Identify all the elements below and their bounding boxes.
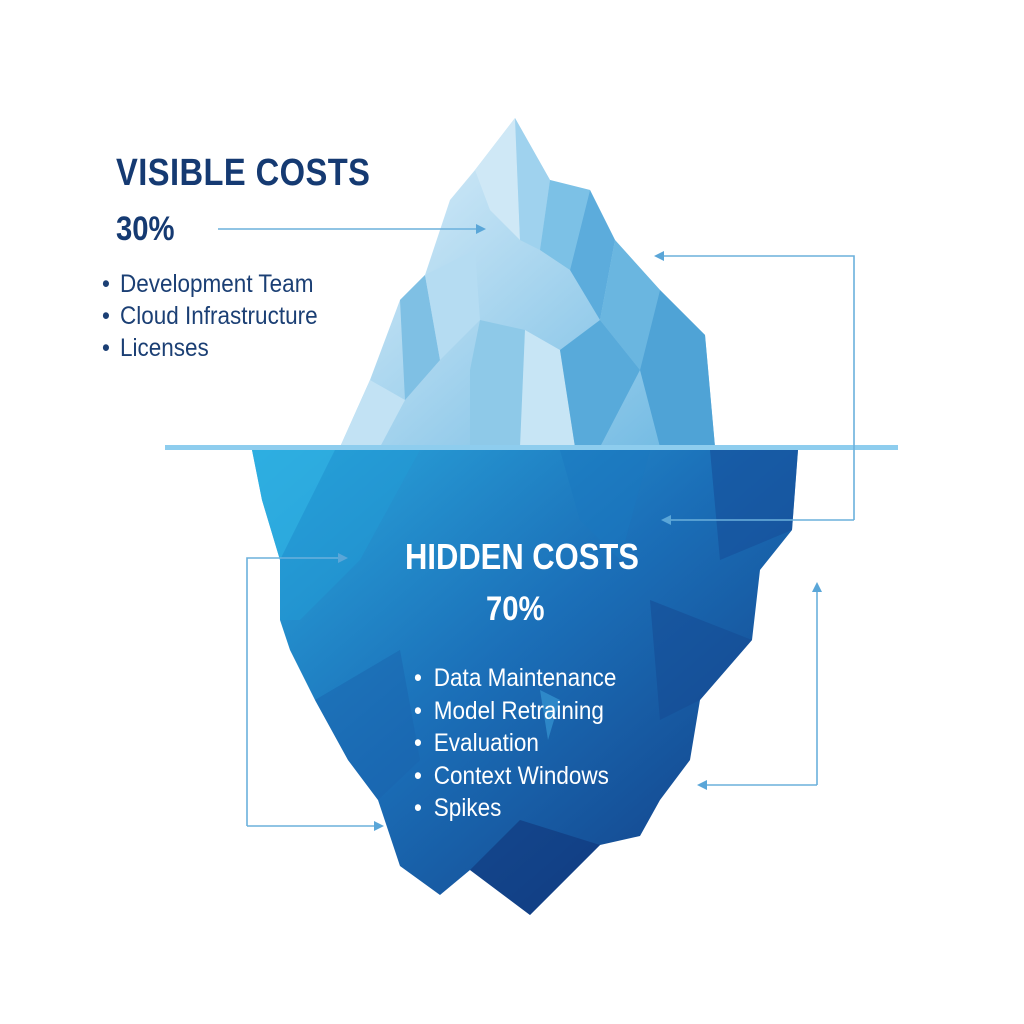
list-item: Evaluation: [414, 727, 616, 760]
visible-costs-percent: 30%: [116, 210, 175, 248]
arrow-left-icon: [661, 515, 671, 525]
list-item: Model Retraining: [414, 695, 616, 728]
list-item: Data Maintenance: [414, 662, 617, 695]
arrow-up-icon: [812, 582, 822, 592]
arrow-left-icon: [654, 251, 664, 261]
list-item: Development Team: [102, 268, 318, 300]
hidden-costs-title: HIDDEN COSTS: [405, 536, 639, 577]
arrow-right-icon: [338, 553, 348, 563]
iceberg-underwater: [252, 450, 798, 915]
arrow-right-icon: [476, 224, 486, 234]
visible-costs-list: Development Team Cloud Infrastructure Li…: [102, 268, 318, 364]
iceberg-tip: [340, 118, 715, 447]
list-item: Context Windows: [414, 760, 616, 793]
visible-costs-title: VISIBLE COSTS: [116, 152, 371, 194]
list-item: Cloud Infrastructure: [102, 300, 318, 332]
list-item: Licenses: [102, 332, 318, 364]
hidden-costs-percent: 70%: [486, 590, 545, 628]
arrow-right-icon: [374, 821, 384, 831]
list-item: Spikes: [414, 792, 616, 825]
arrow-left-icon: [697, 780, 707, 790]
hidden-costs-list: Data Maintenance Model Retraining Evalua…: [414, 662, 617, 825]
water-line: [165, 445, 898, 450]
